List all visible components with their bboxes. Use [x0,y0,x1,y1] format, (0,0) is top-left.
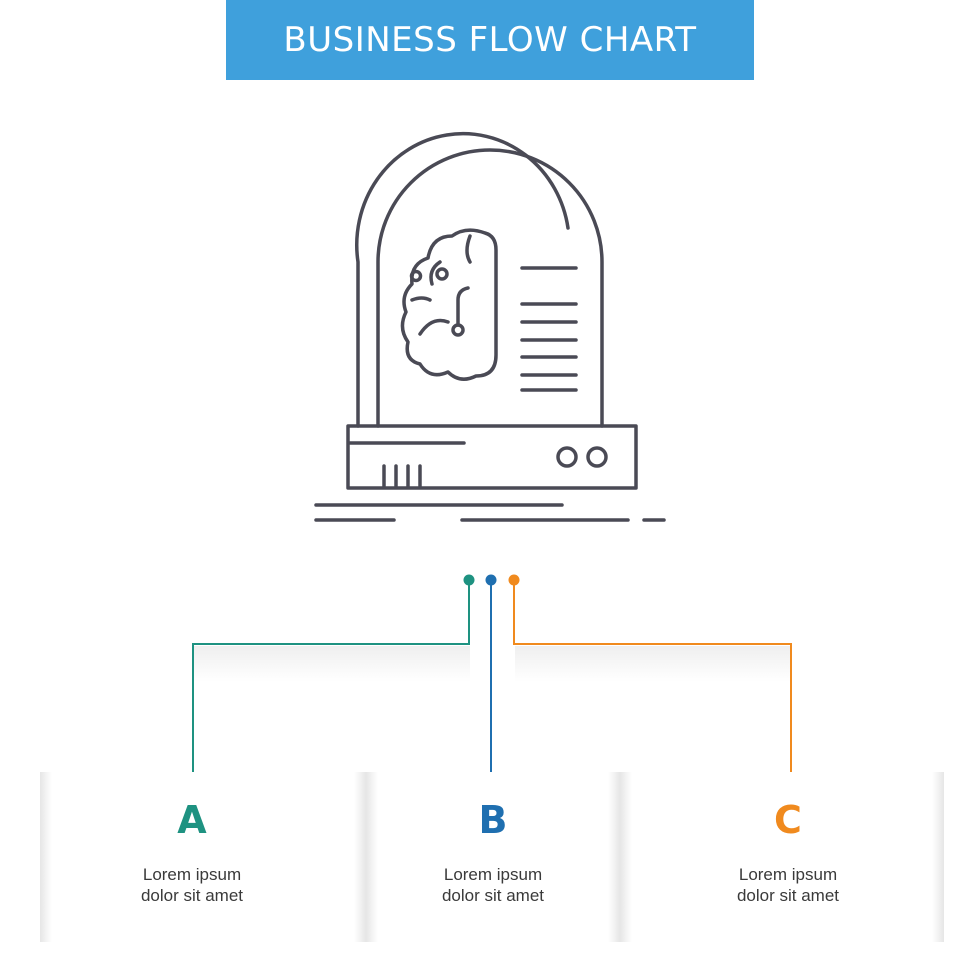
step-text-line2: dolor sit amet [441,886,545,905]
step-description-b: Lorem ipsum dolor sit amet [378,864,608,906]
step-text-line2: dolor sit amet [736,886,840,905]
connector-a [192,584,470,780]
step-letter-c: C [774,798,802,842]
step-text-line1: Lorem ipsum [443,865,543,884]
connector-dot-a [463,574,475,586]
step-text-line2: dolor sit amet [140,886,244,905]
step-description-a: Lorem ipsum dolor sit amet [52,864,332,906]
title-banner: BUSINESS FLOW CHART [226,0,754,80]
step-letter-a: A [177,798,207,842]
step-text-line1: Lorem ipsum [738,865,838,884]
step-card-a: A Lorem ipsum dolor sit amet [52,772,332,942]
connector-dot-b [485,574,497,586]
step-text-line1: Lorem ipsum [142,865,242,884]
step-card-c: C Lorem ipsum dolor sit amet [648,772,928,942]
connector-dot-c [508,574,520,586]
step-card-b: B Lorem ipsum dolor sit amet [378,772,608,942]
step-description-c: Lorem ipsum dolor sit amet [648,864,928,906]
step-letter-b: B [478,798,508,842]
page-title: BUSINESS FLOW CHART [283,20,697,60]
connector-c [513,584,792,780]
ai-brain-server-icon [314,131,666,522]
